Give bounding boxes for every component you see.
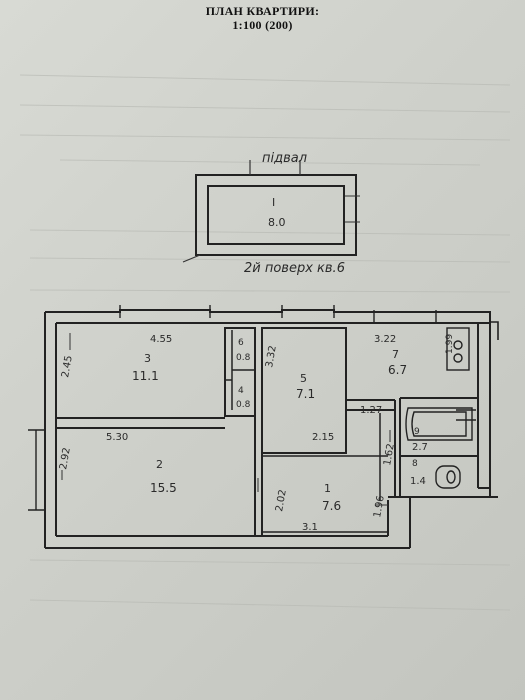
faint-background-form (19, 74, 511, 611)
corridor-dim: 1.27 (360, 405, 382, 416)
room-1-bottom-dim: 3.1 (302, 522, 318, 533)
room-2-width: 5.30 (106, 432, 128, 443)
room-2-area: 15.5 (150, 481, 177, 495)
toilet-fixture (435, 465, 461, 489)
room-5-number: 5 (300, 372, 307, 385)
room-1-side-dim: 1.62 (382, 443, 397, 467)
plan-scale: 1:100 (200) (232, 18, 293, 32)
room-3-width: 4.55 (150, 334, 172, 345)
room-1-right-dim: 1.96 (372, 495, 387, 519)
stove-fixture (446, 327, 470, 371)
apartment-walls (28, 305, 499, 549)
room-2-number: 2 (156, 458, 163, 471)
room-7-number: 7 (392, 348, 399, 361)
room-7-height: 1.99 (445, 334, 455, 354)
room-2-height: 2.92 (58, 447, 73, 471)
room-3-number: 3 (144, 352, 151, 365)
floor-note: 2й поверх кв.6 (244, 261, 345, 276)
room-5-area: 7.1 (296, 387, 315, 401)
basement-number: I (272, 196, 275, 209)
room-4-area: 0.8 (236, 400, 251, 410)
basement-label: підвал (262, 151, 307, 166)
room-8-number: 8 (412, 459, 418, 469)
room-4-number: 4 (238, 386, 244, 396)
room-9-number: 9 (414, 427, 420, 437)
fixtures (405, 327, 476, 489)
basement-block (182, 160, 360, 263)
room-3-area: 11.1 (132, 369, 159, 383)
room-9-area: 2.7 (412, 442, 428, 453)
room-8-area: 1.4 (410, 476, 426, 487)
dimension-ticks (61, 333, 391, 506)
bathtub-fixture (405, 407, 473, 441)
plan-title: ПЛАН КВАРТИРИ: (205, 4, 320, 18)
room-1-left-dim: 2.02 (274, 489, 289, 513)
room-3-height: 2.45 (60, 355, 75, 379)
room-6-number: 6 (238, 338, 244, 348)
room-5-height: 3.32 (264, 345, 279, 369)
room-7-area: 6.7 (388, 363, 407, 377)
room-6-area: 0.8 (236, 353, 251, 363)
plan-annotations: підвал I 8.0 2й поверх кв.6 4.55 2.45 3 … (58, 151, 455, 533)
basement-area: 8.0 (268, 216, 286, 229)
room-5-width: 2.15 (312, 432, 334, 443)
room-7-width: 3.22 (374, 334, 396, 345)
room-1-area: 7.6 (322, 499, 341, 513)
room-1-number: 1 (324, 482, 331, 495)
